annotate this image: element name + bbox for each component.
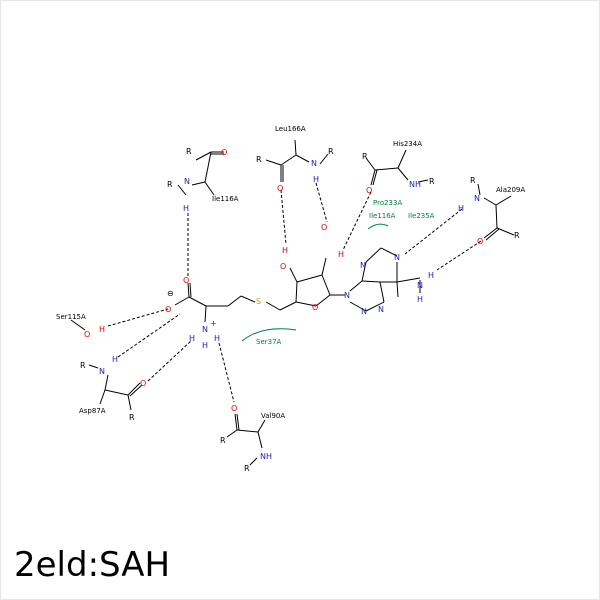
atom-nitrogen-h: NH xyxy=(260,452,272,461)
atom-r: R xyxy=(514,231,520,240)
ligand-title: 2eld:SAH xyxy=(14,545,171,585)
atom-oxygen: O xyxy=(140,379,146,388)
atom-r: R xyxy=(167,180,173,189)
atom-oxygen: O xyxy=(312,303,318,312)
atom-oxygen: O xyxy=(183,276,189,285)
atom-nitrogen: N xyxy=(344,291,350,300)
atom-hydrogen: H xyxy=(183,204,189,213)
residue-ser115: Ser115A xyxy=(56,313,86,321)
atom-labels: R O N R H R O N R H R O NH R R N H O R O… xyxy=(80,147,520,473)
atom-r: R xyxy=(186,147,192,156)
residue-val90: Val90A xyxy=(261,412,285,420)
atom-r: R xyxy=(470,176,476,185)
atom-hydrogen: H xyxy=(313,175,319,184)
atom-r: R xyxy=(328,147,334,156)
atom-r: R xyxy=(220,436,226,445)
atom-nitrogen: N xyxy=(394,253,400,262)
atom-hydrogen: H xyxy=(202,341,208,350)
residue-asp87: Asp87A xyxy=(79,407,106,415)
hydrophobic-pro233: Pro233A xyxy=(373,199,402,207)
atom-nitrogen: N xyxy=(202,325,208,334)
atom-oxygen: O xyxy=(477,237,483,246)
charge-plus: + xyxy=(210,319,217,328)
atom-oxygen: O xyxy=(280,262,286,271)
atom-r: R xyxy=(244,464,250,473)
atom-hydrogen: H xyxy=(99,325,105,334)
atom-nitrogen: N xyxy=(474,194,480,203)
atom-oxygen: O xyxy=(366,186,372,195)
atom-nitrogen: N xyxy=(378,305,384,314)
atom-oxygen: O xyxy=(321,223,327,232)
atom-oxygen: O xyxy=(84,330,90,339)
hydrophobic-ser37: Ser37A xyxy=(256,338,282,346)
atom-nitrogen: N xyxy=(184,177,190,186)
hydrophobic-ile116: Ile116A xyxy=(369,212,396,220)
residue-ala209: Ala209A xyxy=(496,186,525,194)
hydrogen-bonds xyxy=(107,182,482,403)
atom-nitrogen: N xyxy=(360,261,366,270)
atom-hydrogen: H xyxy=(189,334,195,343)
atom-hydrogen: H xyxy=(458,204,464,213)
atom-nitrogen: N xyxy=(361,307,367,316)
atom-nitrogen: N xyxy=(311,159,317,168)
atom-hydrogen: H xyxy=(428,271,434,280)
residue-ile116: Ile116A xyxy=(212,195,239,203)
atom-r: R xyxy=(129,413,135,422)
atom-hydrogen: H xyxy=(112,355,118,364)
atom-oxygen: O xyxy=(221,148,227,157)
hydrophobic-labels: Pro233A Ile116A Ile235A Ser37A xyxy=(256,199,435,346)
atom-oxygen: O xyxy=(277,184,283,193)
atom-hydrogen: H xyxy=(282,246,288,255)
atom-hydrogen: H xyxy=(214,334,220,343)
charge-minus: ⊖ xyxy=(167,289,174,298)
hydrophobic-contacts xyxy=(241,223,389,342)
atom-hydrogen: H xyxy=(417,295,423,304)
residue-leu166: Leu166A xyxy=(275,125,306,133)
atom-oxygen: O xyxy=(165,305,171,314)
residue-labels: Leu166A His234A Ala209A Ile116A Ser115A … xyxy=(56,125,525,420)
hydrophobic-ile235: Ile235A xyxy=(408,212,435,220)
atom-nitrogen-h: NH xyxy=(409,180,421,189)
atom-oxygen: O xyxy=(231,404,237,413)
residue-his234: His234A xyxy=(393,140,422,148)
atom-r: R xyxy=(429,177,435,186)
atom-r: R xyxy=(362,152,368,161)
atom-sulfur: S xyxy=(256,297,261,306)
atom-nitrogen: N xyxy=(99,367,105,376)
atom-r: R xyxy=(80,361,86,370)
bonds xyxy=(70,139,515,466)
atom-hydrogen: H xyxy=(338,250,344,259)
atom-r: R xyxy=(256,155,262,164)
atom-nitrogen: N xyxy=(417,281,423,290)
